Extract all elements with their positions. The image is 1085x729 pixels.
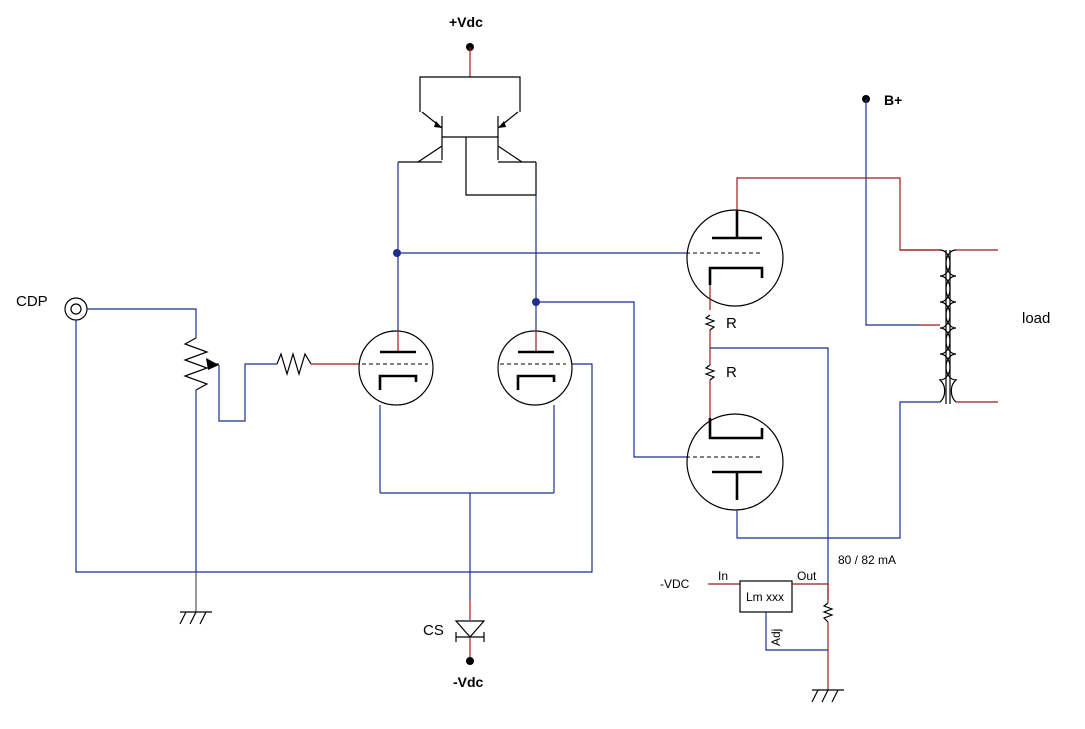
vdc-minus-node — [466, 657, 474, 665]
reg-out-label: Out — [797, 569, 817, 583]
current-source-diode: CS — [423, 600, 486, 660]
current-label: 80 / 82 mA — [838, 553, 896, 567]
output-transformer: load — [900, 249, 1050, 404]
input-tube-left — [358, 330, 434, 493]
vdc-minus-label: -Vdc — [453, 674, 484, 690]
ground-symbol-left — [179, 572, 212, 625]
cathode-resistor-upper: R — [704, 314, 737, 332]
ground-symbol-right — [811, 689, 844, 703]
reg-in-label: In — [718, 569, 728, 583]
cdp-input-jack: CDP — [16, 293, 88, 321]
junction-node-left — [393, 249, 401, 257]
output-tube-lower — [686, 401, 940, 539]
reg-name-label: Lm xxx — [746, 590, 784, 604]
current-mirror — [398, 76, 537, 196]
vdc-plus-label: +Vdc — [449, 14, 483, 30]
load-label: load — [1022, 310, 1050, 327]
r-upper-label: R — [726, 315, 737, 332]
reg-adj-label: Adj — [769, 629, 783, 646]
neg-vdc-label: -VDC — [660, 577, 690, 591]
b-plus-terminal: B+ — [862, 92, 920, 326]
b-plus-label: B+ — [884, 92, 902, 108]
volume-potentiometer — [183, 337, 277, 572]
positive-supply-terminal: +Vdc — [449, 14, 483, 77]
negative-supply-terminal: -Vdc — [453, 657, 484, 690]
cs-label: CS — [423, 622, 444, 639]
cathode-resistor-lower: R — [704, 364, 737, 381]
input-tube-right — [497, 330, 573, 493]
cdp-label: CDP — [16, 293, 48, 310]
r-lower-label: R — [726, 364, 737, 381]
grid-resistor — [276, 351, 360, 377]
bias-regulator: -VDC In Lm xxx Out Adj — [660, 569, 834, 690]
output-tube-upper — [686, 177, 940, 310]
